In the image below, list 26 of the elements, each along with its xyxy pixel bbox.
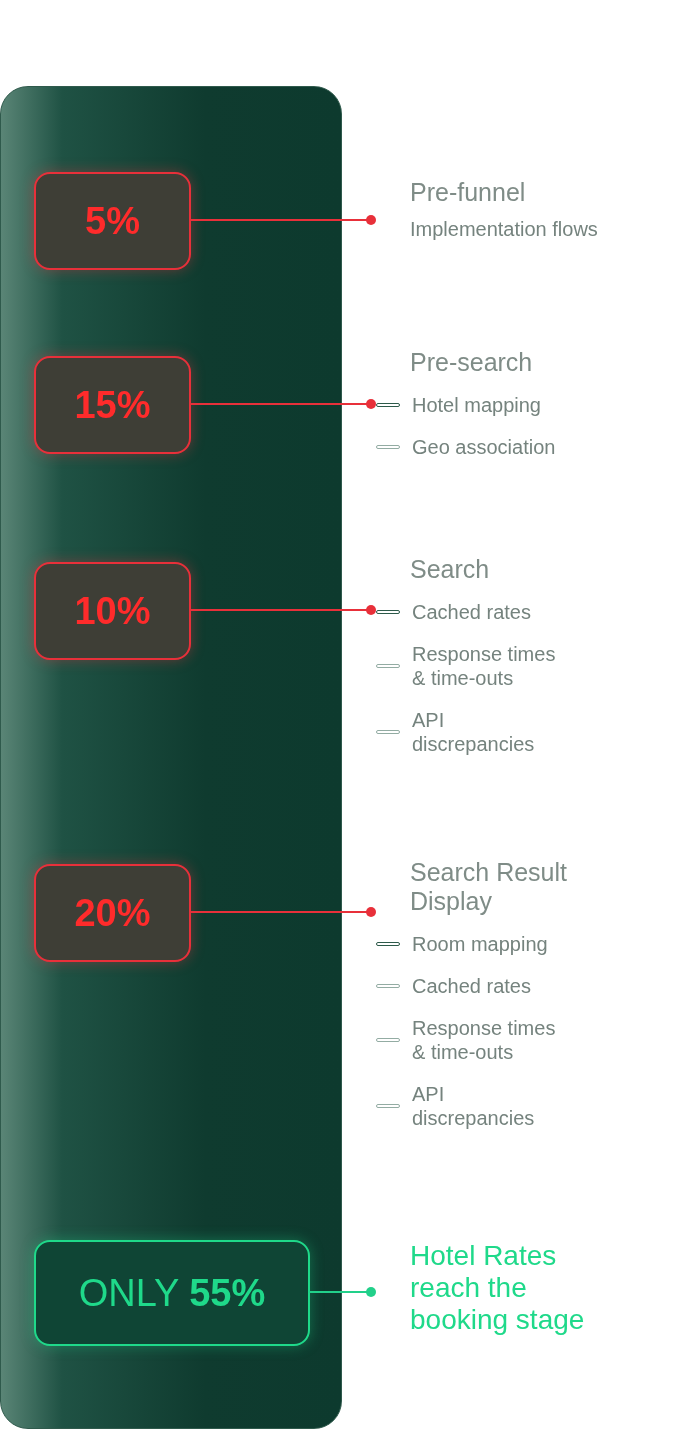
- stage-heading: Search Result Display: [410, 858, 569, 916]
- percentage-badge: 5%: [34, 172, 191, 270]
- issue-item: Response times & time-outs: [412, 1015, 557, 1065]
- percentage-badge: ONLY 55%: [34, 1240, 310, 1346]
- stage-heading: Pre-search: [410, 348, 534, 377]
- issue-item: Cached rates: [412, 973, 532, 999]
- stage-heading: Search: [410, 555, 491, 584]
- issue-item: Response times & time-outs: [412, 641, 557, 691]
- issue-item: API discrepancies: [412, 1081, 536, 1131]
- funnel-panel: [0, 86, 342, 1429]
- connector-line: [189, 605, 376, 615]
- stage-heading: Pre-funnel: [410, 178, 527, 207]
- percentage-badge: 20%: [34, 864, 191, 962]
- stage-subtitle: Implementation flows: [410, 216, 599, 241]
- stage-heading: Hotel Rates reach the booking stage: [410, 1240, 586, 1337]
- issue-item: Hotel mapping: [412, 392, 542, 418]
- issue-item: API discrepancies: [412, 707, 536, 757]
- connector-line: [308, 1287, 376, 1297]
- percentage-badge: 15%: [34, 356, 191, 454]
- percentage-badge: 10%: [34, 562, 191, 660]
- issue-item: Room mapping: [412, 931, 549, 957]
- issue-item: Cached rates: [412, 599, 532, 625]
- connector-line: [189, 215, 376, 225]
- connector-line: [189, 907, 376, 917]
- connector-line: [189, 399, 376, 409]
- issue-item: Geo association: [412, 434, 557, 460]
